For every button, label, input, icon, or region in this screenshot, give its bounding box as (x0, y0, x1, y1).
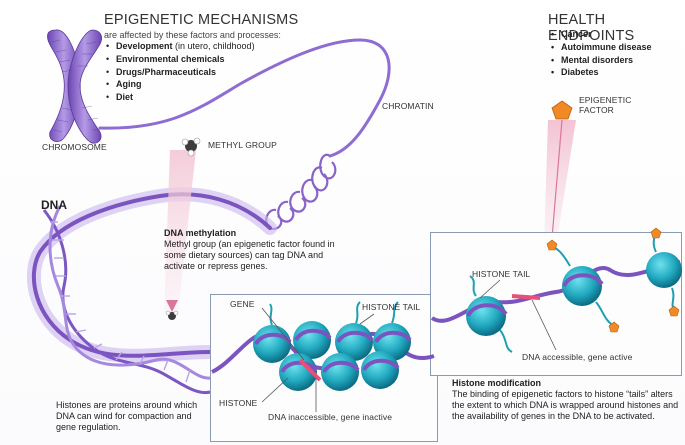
dna-label: DNA (41, 198, 67, 212)
chromosome-label: CHROMOSOME (42, 142, 107, 152)
methyl-tag-icon (165, 310, 179, 320)
compact-histone-tails (269, 301, 399, 326)
epigenetic-factor-label: EPIGENETIC FACTOR (579, 95, 632, 115)
histone-label: HISTONE (219, 398, 258, 408)
mechanism-item-bold: Diet (116, 92, 134, 103)
mechanism-item-bold: Development (116, 41, 173, 51)
mechanism-item: Development (in utero, childhood) (106, 40, 255, 53)
mechanisms-title: EPIGENETIC MECHANISMS (104, 12, 299, 28)
mechanisms-list: Development (in utero, childhood)Environ… (106, 40, 255, 104)
histone-tail-label-compact: HISTONE TAIL (362, 302, 421, 312)
chromatin-label: CHROMATIN (382, 101, 434, 111)
methyl-group-icon (181, 137, 201, 157)
mechanism-item-bold: Aging (116, 79, 142, 90)
chromatin-fiber (98, 38, 391, 158)
methyl-beam (164, 150, 196, 314)
mechanisms-subtitle: are affected by these factors and proces… (104, 30, 281, 40)
health-item: Autoimmune disease (551, 41, 651, 54)
health-item: Cancer (551, 28, 652, 41)
dna-methylation-note: DNA methylation Methyl group (an epigene… (164, 228, 348, 272)
open-leader-lines (479, 279, 557, 351)
dna-accessible-label: DNA accessible, gene active (522, 352, 633, 362)
dna-ribbon-core (31, 192, 272, 358)
methyl-arrowhead (166, 300, 178, 312)
mechanism-item: Diet (106, 91, 255, 104)
mechanism-item: Drugs/Pharmaceuticals (106, 66, 255, 79)
histones-note: Histones are proteins around which DNA c… (56, 400, 198, 432)
open-nucleosomes (466, 252, 682, 336)
bound-epigenetic-factors (546, 227, 680, 333)
mechanism-item-detail: (in utero, childhood) (172, 41, 255, 51)
mechanism-item: Aging (106, 78, 255, 91)
dna-methylation-title: DNA methylation (164, 228, 237, 238)
dna-double-helix (42, 205, 211, 395)
dna-methylation-body: Methyl group (an epigenetic factor found… (164, 239, 335, 271)
histone-modification-body: The binding of epigenetic factors to his… (452, 389, 679, 421)
health-item: Diabetes (551, 66, 652, 79)
gene-segment-open (511, 294, 541, 300)
mechanism-item: Environmental chemicals (106, 53, 255, 66)
dna-inaccessible-label: DNA inaccessible, gene inactive (268, 412, 393, 422)
health-item: Mental disorders (551, 54, 652, 67)
compact-nucleosomes (253, 321, 412, 391)
histone-tail-label-open: HISTONE TAIL (472, 269, 531, 279)
histone-modification-title: Histone modification (452, 378, 542, 388)
gene-segment-compact (298, 358, 322, 382)
compact-leader-lines (261, 307, 375, 412)
health-list: CancerAutoimmune diseaseMental disorders… (551, 28, 652, 79)
mechanism-item-bold: Drugs/Pharmaceuticals (116, 66, 217, 77)
gene-label: GENE (230, 299, 255, 309)
epigenetic-factor-icon (551, 100, 573, 120)
epigenetic-beam (544, 120, 576, 246)
methyl-group-label: METHYL GROUP (208, 140, 277, 150)
histone-modification-note: Histone modification The binding of epig… (452, 378, 680, 422)
epigenetic-arrow-line (551, 119, 563, 239)
chromosome-shape (47, 29, 102, 144)
mechanism-item-bold: Environmental chemicals (116, 53, 225, 64)
